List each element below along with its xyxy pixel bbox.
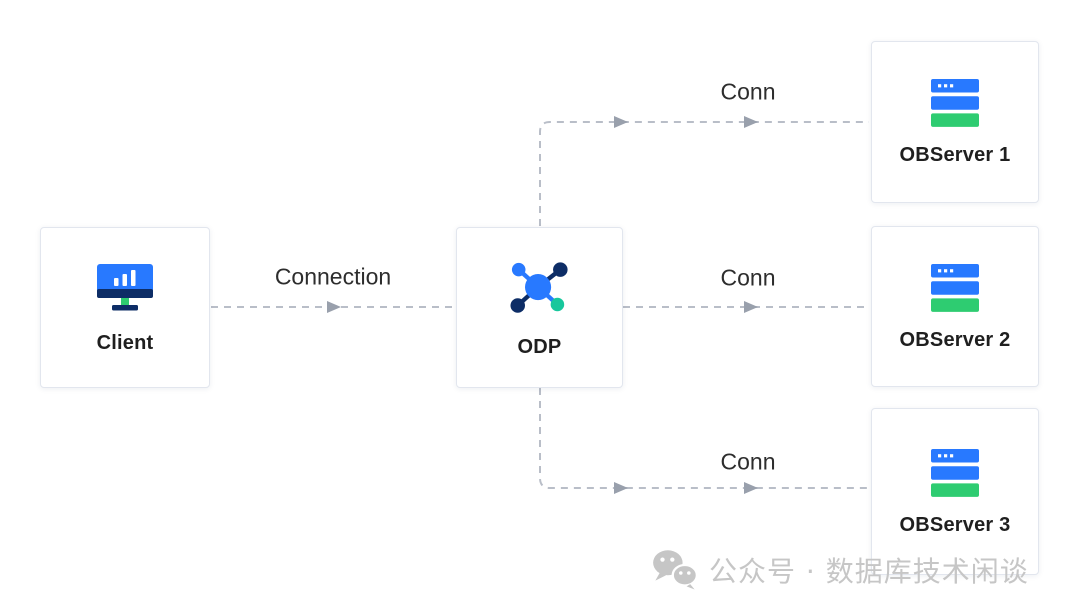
watermark-text: 公众号 · 数据库技术闲谈 [709,554,1029,588]
watermark: 公众号 · 数据库技术闲谈 [650,547,1029,596]
node-odp: ODP [456,227,623,388]
node-label-observer-1: OBServer 1 [899,144,1011,166]
server-stack-icon [931,448,979,502]
arrowhead-icon [744,482,758,494]
edge-label-conn-2: Conn [720,264,776,291]
node-observer-2: OBServer 2 [871,226,1039,387]
arrowhead-icon [614,482,628,494]
node-observer-3: OBServer 3 [871,408,1039,575]
edge-label-conn-1: Conn [720,78,776,105]
network-hub-icon [506,259,574,324]
wechat-icon [650,547,700,596]
edge-odp-to-observer3 [539,388,869,489]
arrowhead-icon [327,301,341,313]
edge-odp-to-observer1 [539,121,869,226]
monitor-chart-icon [93,262,157,320]
node-label-client: Client [96,332,154,354]
server-stack-icon [931,263,979,317]
edge-label-connection: Connection [274,263,392,290]
node-client: Client [40,227,210,388]
server-stack-icon [931,79,979,132]
node-label-observer-3: OBServer 3 [899,513,1011,536]
arrowhead-icon [744,116,758,128]
node-observer-1: OBServer 1 [871,41,1039,203]
node-label-observer-2: OBServer 2 [899,328,1011,351]
arrowhead-icon [614,116,628,128]
arrowhead-icon [744,301,758,313]
edge-label-conn-3: Conn [720,448,776,475]
node-label-odp: ODP [517,335,562,358]
